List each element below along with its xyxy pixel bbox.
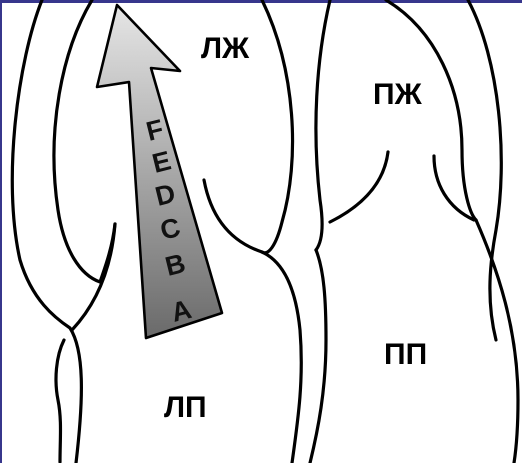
label-right-atrium: ПП bbox=[384, 338, 427, 371]
mitral-leaflet-left bbox=[56, 340, 64, 462]
septum-left bbox=[262, 0, 293, 253]
tricuspid-leaflet-left bbox=[330, 152, 388, 222]
atrial-septum-right bbox=[310, 250, 326, 463]
septum-right bbox=[316, 0, 330, 250]
label-left-atrium: ЛП bbox=[164, 391, 207, 424]
lv-outer-wall bbox=[12, 0, 81, 463]
ra-outer-wall bbox=[476, 220, 518, 463]
mitral-leaflet-right bbox=[204, 180, 262, 252]
la-left-wall bbox=[72, 224, 115, 330]
label-right-ventricle: ПЖ bbox=[373, 78, 423, 111]
atrial-septum-left bbox=[262, 252, 301, 463]
label-left-ventricle: ЛЖ bbox=[201, 32, 250, 65]
lv-inner-wall bbox=[54, 0, 115, 282]
left-frame bbox=[0, 0, 2, 463]
rv-outer-wall bbox=[468, 0, 501, 340]
tricuspid-leaflet-right bbox=[434, 156, 474, 220]
